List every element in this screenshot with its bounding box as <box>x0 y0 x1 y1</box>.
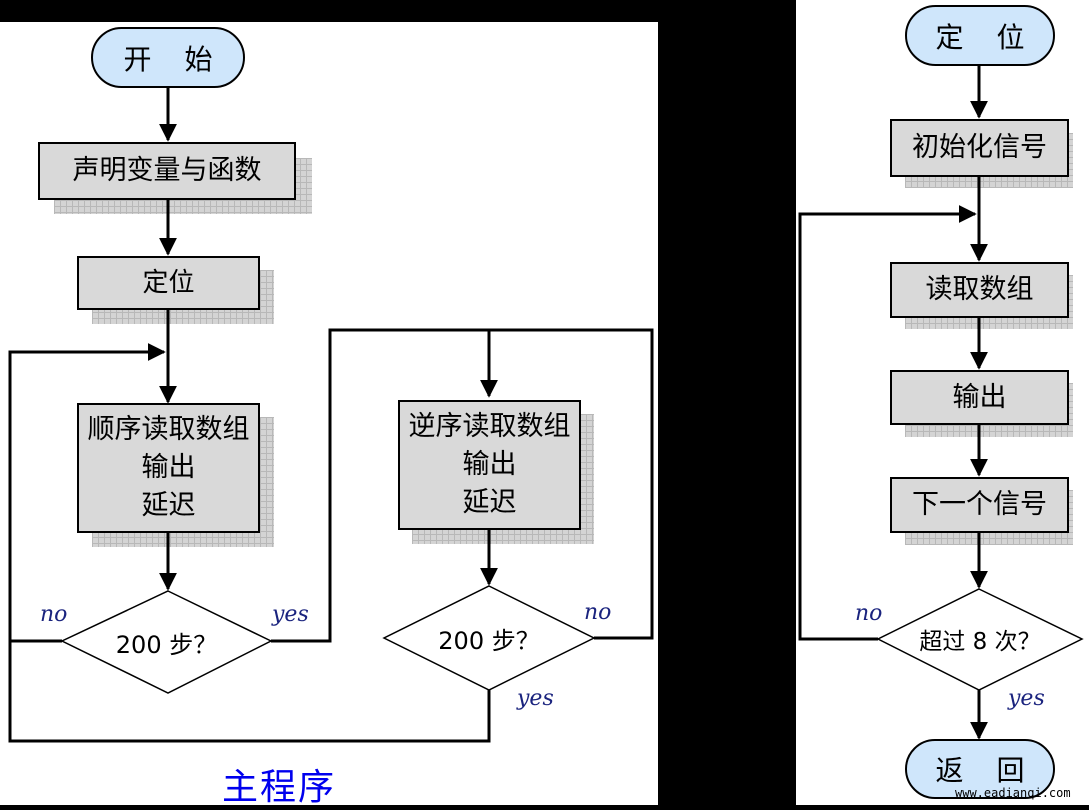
sub-decision-label: 超过 8 次？ <box>919 629 1041 655</box>
decision-diamond-3 <box>876 588 1084 691</box>
start-label: 开 始 <box>123 42 225 76</box>
read-array-label: 读取数组 <box>925 274 1034 305</box>
position-label: 定位 <box>142 268 195 298</box>
reverse-block: 逆序读取数组 输出 延迟 <box>398 400 581 530</box>
reverse-delay-label: 延迟 <box>462 487 517 518</box>
decision-1-label: 200 步？ <box>115 630 218 659</box>
reverse-output-label: 输出 <box>462 449 517 480</box>
start-terminal: 开 始 <box>91 27 245 88</box>
d1-yes-label: yes <box>272 602 309 627</box>
main-program-title: 主程序 <box>222 767 337 808</box>
output-box: 输出 <box>890 370 1069 425</box>
watermark: www.eadianqi.com <box>955 786 1071 800</box>
declare-label: 声明变量与函数 <box>72 155 262 186</box>
d1-no-label: no <box>40 602 68 627</box>
forward-output-label: 输出 <box>141 452 196 483</box>
sub-no-label: no <box>855 601 883 626</box>
d2-yes-label: yes <box>517 686 554 711</box>
reverse-read-label: 逆序读取数组 <box>408 411 571 442</box>
decision-diamond-2 <box>382 585 596 691</box>
next-signal-box: 下一个信号 <box>890 477 1069 533</box>
next-signal-label: 下一个信号 <box>912 489 1047 520</box>
read-array-box: 读取数组 <box>890 262 1069 318</box>
forward-block: 顺序读取数组 输出 延迟 <box>77 403 260 533</box>
d2-no-label: no <box>584 600 612 625</box>
forward-delay-label: 延迟 <box>141 490 196 521</box>
return-label: 返 回 <box>935 754 1037 787</box>
init-signal-label: 初始化信号 <box>912 132 1047 163</box>
return-terminal: 返 回 <box>905 739 1055 799</box>
sub-start-label: 定 位 <box>935 20 1037 54</box>
sub-start-terminal: 定 位 <box>905 5 1055 66</box>
position-box: 定位 <box>77 256 260 310</box>
decision-2-label: 200 步？ <box>438 626 540 655</box>
output-label: 输出 <box>952 381 1007 413</box>
init-signal-box: 初始化信号 <box>890 119 1069 177</box>
sub-yes-label: yes <box>1008 686 1045 711</box>
decision-diamond-1 <box>60 590 273 694</box>
forward-read-label: 顺序读取数组 <box>87 414 250 445</box>
declare-box: 声明变量与函数 <box>38 142 296 200</box>
